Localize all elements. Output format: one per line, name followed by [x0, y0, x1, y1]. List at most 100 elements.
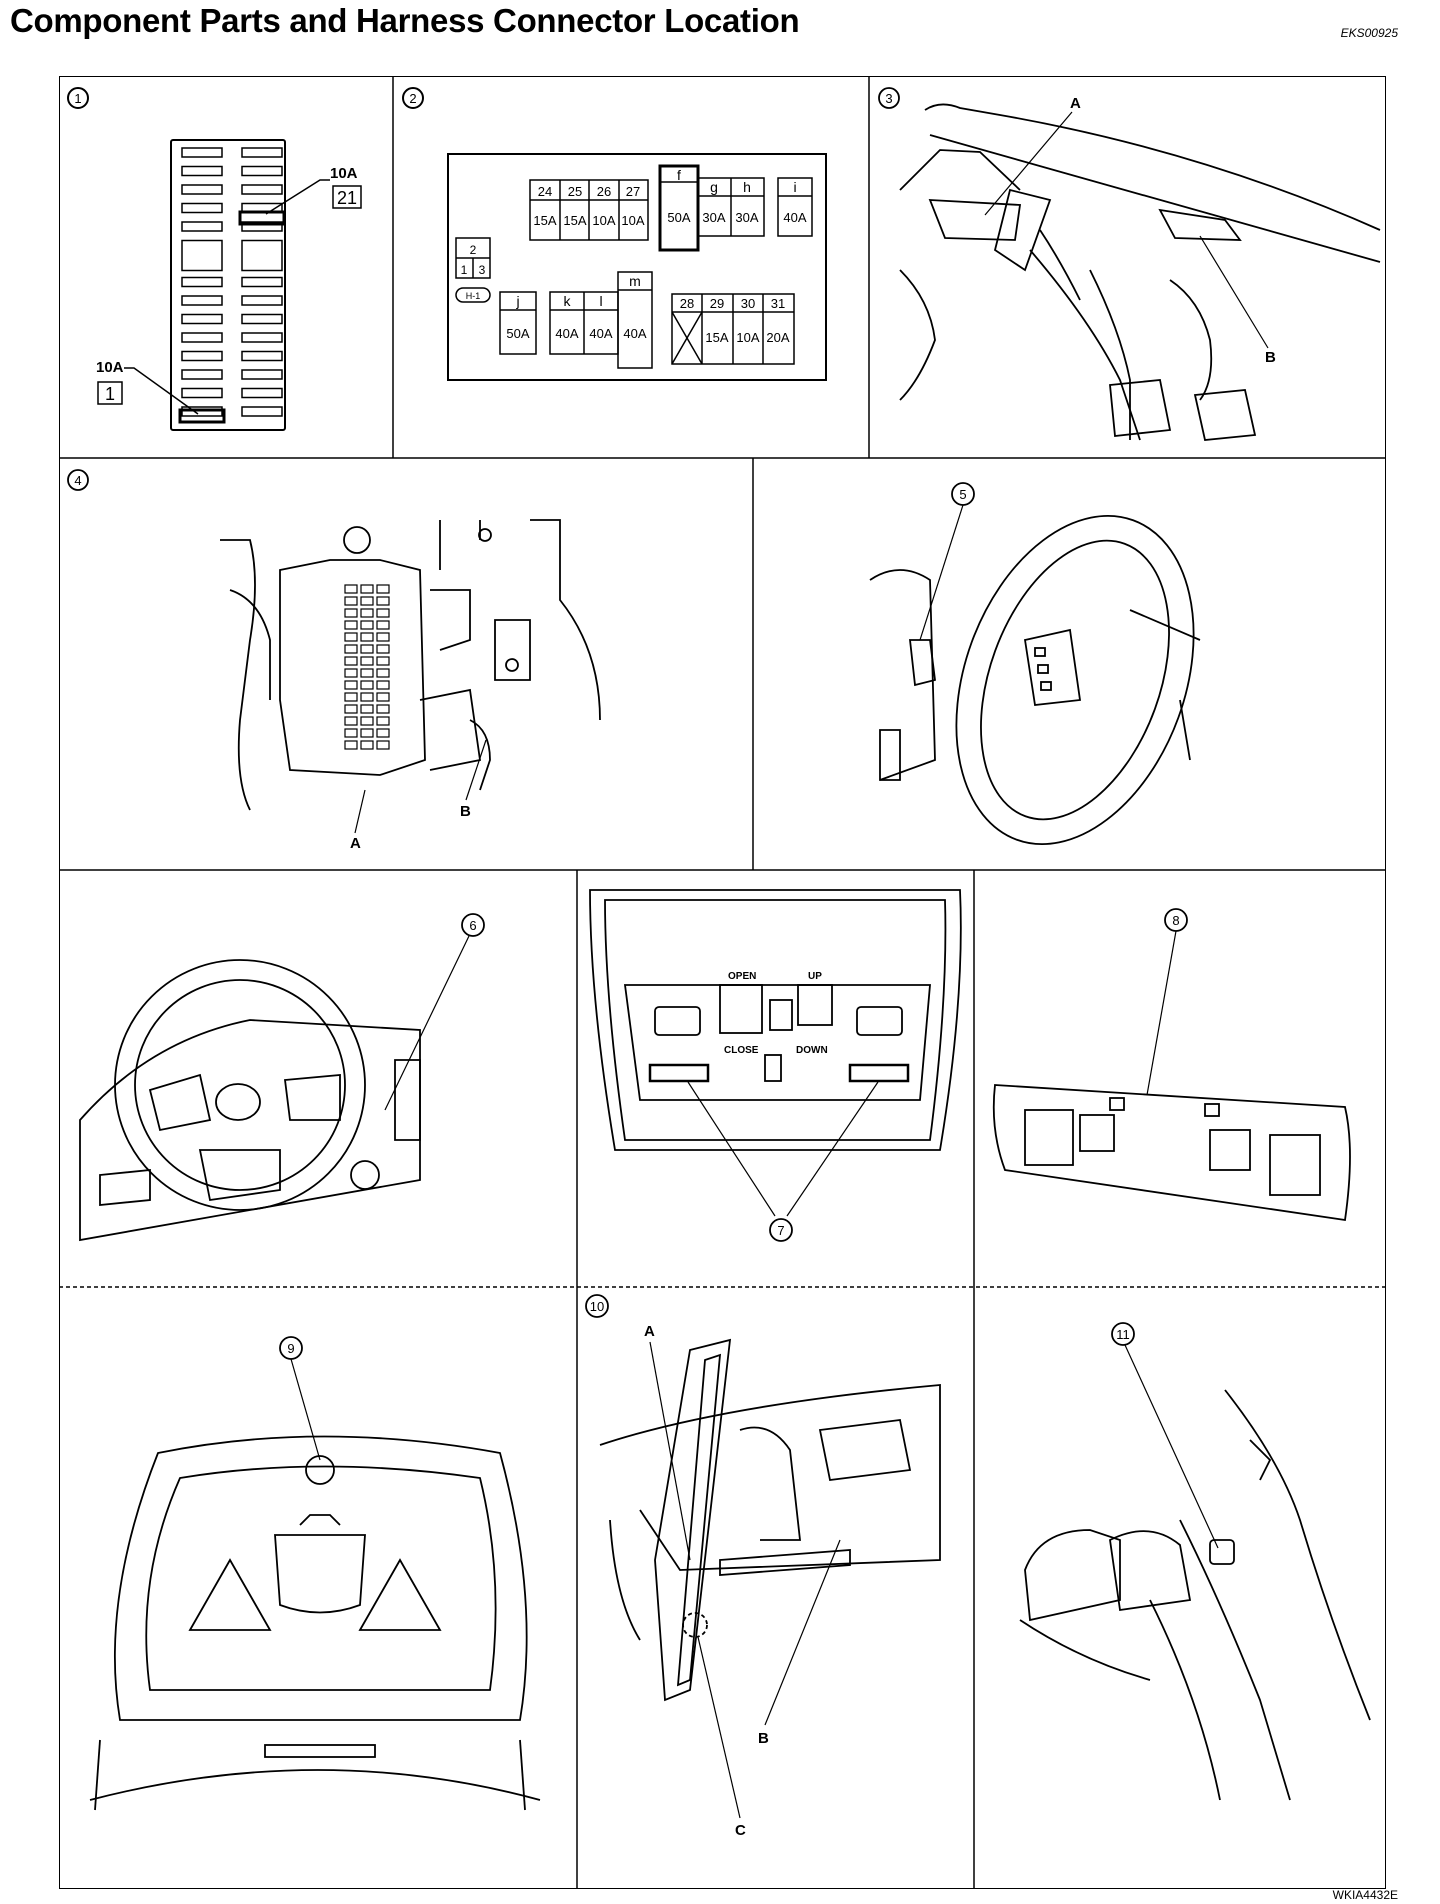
close-label: CLOSE	[724, 1045, 759, 1056]
link-j	[499, 291, 537, 355]
panel-4: 4 A B	[67, 469, 601, 852]
open-label: OPEN	[728, 971, 756, 982]
panel-8: 8	[992, 908, 1351, 1222]
panel-9-number: 9	[287, 1341, 294, 1356]
brake-pedal	[1109, 379, 1172, 437]
panel-11-marker	[1111, 1322, 1135, 1346]
overhead-console	[589, 889, 962, 1151]
fuse-slot	[181, 369, 223, 380]
fuse-block-a-slot	[360, 668, 374, 678]
panel-1-marker	[67, 87, 89, 109]
relay-name: H-1	[466, 291, 481, 301]
link-amp: 30A	[735, 210, 758, 225]
panel-6: 6	[79, 913, 485, 1242]
fuse-1-number: 1	[105, 384, 115, 404]
fuse-number: 31	[771, 296, 785, 311]
fuse-block-a-slot	[376, 584, 390, 594]
link-amp: 40A	[555, 326, 578, 341]
component-10b-label: B	[758, 1730, 769, 1747]
fuse-block-a-slot	[344, 584, 358, 594]
fuse-block-a-slot	[376, 728, 390, 738]
panel-10: 10 A B C	[585, 1294, 941, 1839]
fuse-block-a-slot	[344, 692, 358, 702]
steering-emblem	[215, 1083, 261, 1121]
sun-visor-panel	[992, 1084, 1351, 1222]
rear-seat-left	[1024, 1529, 1121, 1622]
fuse-number: 28	[680, 296, 694, 311]
component-4b-label: B	[460, 803, 471, 820]
fuse-amp: 10A	[592, 213, 615, 228]
lamp-right	[856, 1006, 903, 1036]
fuse-block-a-slot	[344, 632, 358, 642]
fuse-amp: 15A	[563, 213, 586, 228]
down-label: DOWN	[796, 1045, 828, 1056]
panel-11: 11	[1019, 1322, 1371, 1801]
fuse-number: 24	[538, 184, 552, 199]
map-lamp-left	[648, 1063, 710, 1083]
fuse-block-a-slot	[344, 668, 358, 678]
panel-2-marker	[402, 87, 424, 109]
fuse-amp: 20A	[766, 330, 789, 345]
panel-4-number: 4	[74, 473, 81, 488]
fuse-block-a-slot	[344, 728, 358, 738]
fuse-21-highlight	[238, 210, 286, 226]
component-3a-label: A	[1070, 95, 1081, 112]
fuse-block-a-slot	[376, 596, 390, 606]
fuse-21-num-box	[332, 185, 362, 209]
fuse-slot	[241, 369, 283, 380]
document-code: EKS00925	[1340, 26, 1398, 40]
fuse-1-leader	[124, 367, 199, 415]
fusible-link-box	[447, 153, 827, 381]
fuse-slot	[181, 165, 223, 177]
fuse-block-a-slot	[376, 608, 390, 618]
link-amp: 50A	[667, 210, 690, 225]
panel-8-number: 8	[1172, 913, 1179, 928]
fuse-number: 29	[710, 296, 724, 311]
fuse-slot	[241, 313, 283, 325]
fuse-block-a-slot	[344, 656, 358, 666]
figure-code: WKIA4432E	[1332, 1888, 1398, 1902]
panel-3-number: 3	[885, 91, 892, 106]
fuse-block-a-slot	[360, 632, 374, 642]
link-letter: l	[599, 293, 602, 309]
fuse-block-a-slot	[360, 728, 374, 738]
fuse-number: 25	[568, 184, 582, 199]
fuse-slot	[241, 165, 283, 177]
panel-7-number: 7	[777, 1223, 784, 1238]
fuse-block-a-slot	[376, 692, 390, 702]
accel-pedal	[1193, 389, 1257, 441]
diagram-frame	[59, 76, 1386, 1889]
trunk-opener-11	[1209, 1539, 1235, 1565]
page-title: Component Parts and Harness Connector Lo…	[10, 2, 800, 39]
relay-pin: 3	[479, 263, 486, 277]
trunk-switch-9	[305, 1455, 335, 1485]
fuse-slot	[181, 295, 223, 306]
fuse-block-a-slot	[360, 644, 374, 654]
panel-1-number: 1	[74, 91, 81, 106]
panel-5: 5	[869, 482, 1201, 846]
panel-3-marker	[878, 87, 900, 109]
fuse-slot	[241, 350, 283, 362]
panel-1: 1 10A 21 10A 1	[67, 87, 362, 431]
fuse-21-leader	[265, 179, 330, 215]
component-a-body	[928, 199, 1022, 241]
open-door	[654, 1338, 732, 1702]
fuse-slot	[181, 184, 223, 195]
link-amp: 40A	[623, 326, 646, 341]
fuse-block-a	[279, 559, 426, 776]
fuse-block-a-slot	[360, 596, 374, 606]
panel-4-marker	[67, 469, 89, 491]
relay-pin: 2	[470, 243, 477, 257]
component-4a-label: A	[350, 835, 361, 852]
fuse-21-number: 21	[337, 188, 357, 208]
link-letter: i	[793, 179, 796, 195]
ignition-switch	[908, 639, 936, 687]
fuse-slot	[181, 313, 223, 325]
grid-lines	[59, 76, 1386, 1889]
switch-8b	[1269, 1134, 1321, 1196]
fuse-slot	[241, 184, 283, 195]
fuse-slot	[241, 387, 283, 399]
map-lamp-right	[848, 1063, 910, 1083]
link-amp: 50A	[506, 326, 529, 341]
fuse-block-a-slot	[344, 740, 358, 750]
